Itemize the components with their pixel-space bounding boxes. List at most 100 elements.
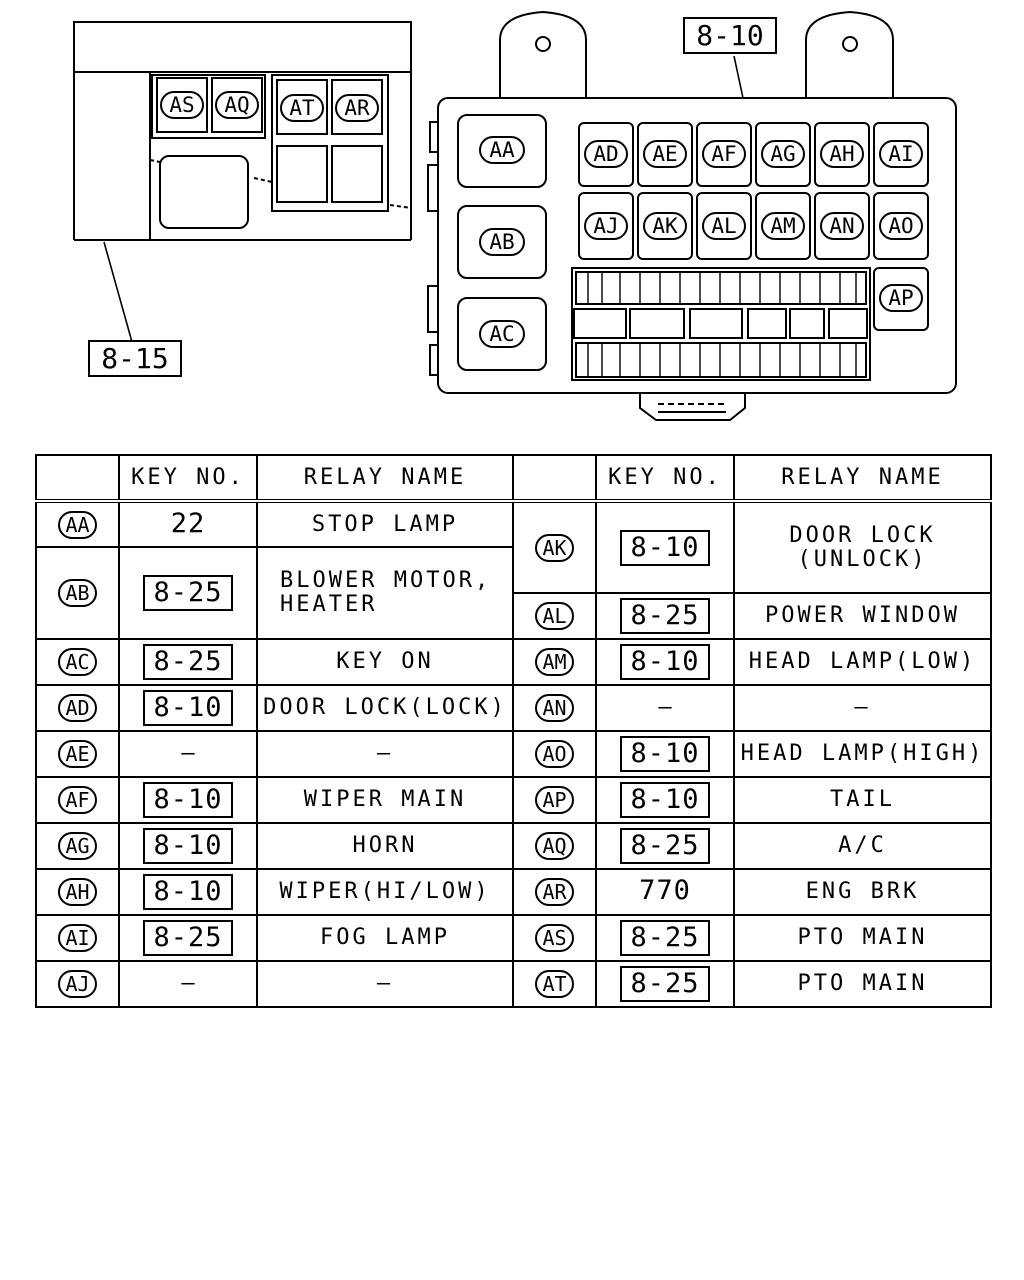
relay-code-cell: AI: [35, 914, 120, 962]
svg-text:AS: AS: [169, 93, 194, 117]
svg-text:AN: AN: [829, 214, 854, 238]
svg-text:AQ: AQ: [224, 93, 249, 117]
key-value: —: [181, 971, 195, 996]
relay-code-cell: AT: [512, 960, 597, 1008]
relay-code-cell: AD: [35, 684, 120, 732]
relay-name-cell: HEAD LAMP(LOW): [733, 638, 992, 686]
relay-code-badge: AK: [535, 533, 574, 562]
relay-code-badge: AJ: [58, 970, 97, 998]
key-value: 22: [170, 507, 206, 539]
svg-text:8-15: 8-15: [101, 342, 168, 375]
svg-text:AC: AC: [489, 322, 514, 346]
svg-text:AA: AA: [489, 138, 515, 162]
relay-name-cell: HORN: [256, 822, 514, 870]
relay-code-cell: AB: [35, 546, 120, 640]
svg-text:AG: AG: [770, 142, 795, 166]
key-no-cell: 22: [118, 500, 258, 548]
svg-text:AI: AI: [888, 142, 913, 166]
key-no-cell: —: [118, 960, 258, 1008]
key-ref-box: 8-10: [620, 782, 710, 818]
relay-name-cell: DOOR LOCK (UNLOCK): [733, 500, 992, 594]
relay-name-cell: A/C: [733, 822, 992, 870]
relay-code-cell: AM: [512, 638, 597, 686]
key-ref-box: 8-25: [620, 598, 710, 634]
relay-name-cell: BLOWER MOTOR, HEATER: [256, 546, 514, 640]
relay-code-badge: AQ: [535, 832, 574, 860]
callout-relay-panel: 8-15: [88, 340, 182, 377]
relay-panel: [73, 21, 412, 343]
relay-code-cell: AO: [512, 730, 597, 778]
relay-code-badge: AO: [535, 740, 574, 768]
slot-aa: AA: [479, 136, 525, 164]
relay-code-badge: AR: [535, 878, 574, 906]
slot-ac: AC: [479, 320, 525, 348]
slot-al: AL: [702, 212, 746, 240]
key-ref-box: 8-25: [143, 920, 233, 956]
svg-text:AJ: AJ: [593, 214, 618, 238]
key-no-cell: 8-10: [595, 730, 735, 778]
slot-ae: AE: [643, 140, 687, 168]
relay-code-badge: AS: [535, 924, 574, 952]
relay-code-badge: AF: [58, 786, 97, 814]
relay-name-cell: FOG LAMP: [256, 914, 514, 962]
relay-name-cell: PTO MAIN: [733, 960, 992, 1008]
header-key-no: KEY NO.: [595, 454, 735, 503]
relay-code-cell: AA: [35, 500, 120, 548]
svg-text:AH: AH: [829, 142, 854, 166]
relay-code-badge: AP: [535, 786, 574, 814]
relay-name-cell: HEAD LAMP(HIGH): [733, 730, 992, 778]
svg-text:AE: AE: [652, 142, 677, 166]
relay-table: KEY NO. RELAY NAME KEY NO. RELAY NAME AA…: [35, 454, 992, 1008]
svg-text:AF: AF: [711, 142, 736, 166]
slot-ab: AB: [479, 228, 525, 256]
slot-ar: AR: [335, 94, 379, 122]
svg-text:AO: AO: [888, 214, 913, 238]
relay-name-cell: DOOR LOCK(LOCK): [256, 684, 514, 732]
junction-block: [427, 10, 957, 421]
key-no-cell: 8-10: [118, 822, 258, 870]
relay-code-badge: AN: [535, 694, 574, 722]
key-no-cell: 8-25: [118, 914, 258, 962]
key-no-cell: 8-10: [118, 868, 258, 916]
key-no-cell: 770: [595, 868, 735, 916]
header-code: [512, 454, 597, 503]
relay-code-badge: AD: [58, 694, 97, 722]
relay-name-cell: —: [733, 684, 992, 732]
relay-code-cell: AG: [35, 822, 120, 870]
relay-name-cell: —: [256, 960, 514, 1008]
relay-code-cell: AL: [512, 592, 597, 640]
key-ref-box: 8-10: [143, 874, 233, 910]
key-no-cell: 8-25: [595, 914, 735, 962]
svg-text:AD: AD: [593, 142, 618, 166]
relay-code-badge: AT: [535, 970, 574, 998]
key-value: —: [658, 695, 672, 720]
header-key-no: KEY NO.: [118, 454, 258, 503]
key-no-cell: 8-25: [595, 592, 735, 640]
svg-text:8-10: 8-10: [696, 19, 763, 52]
relay-code-badge: AH: [58, 878, 97, 906]
slot-ak: AK: [643, 212, 687, 240]
relay-code-badge: AL: [535, 602, 574, 630]
relay-code-badge: AC: [58, 648, 97, 676]
relay-code-cell: AP: [512, 776, 597, 824]
key-no-cell: 8-25: [118, 546, 258, 640]
key-no-cell: 8-10: [595, 776, 735, 824]
key-ref-box: 8-25: [620, 920, 710, 956]
svg-text:AM: AM: [770, 214, 795, 238]
relay-code-cell: AH: [35, 868, 120, 916]
slot-ao: AO: [879, 212, 923, 240]
relay-code-cell: AK: [512, 500, 597, 594]
relay-location-diagram: 8-10 8-15 ASAQATARAAABACADAEAFAGAHAIAJAK…: [73, 10, 957, 421]
relay-code-badge: AM: [535, 648, 574, 676]
header-relay-name: RELAY NAME: [256, 454, 514, 503]
